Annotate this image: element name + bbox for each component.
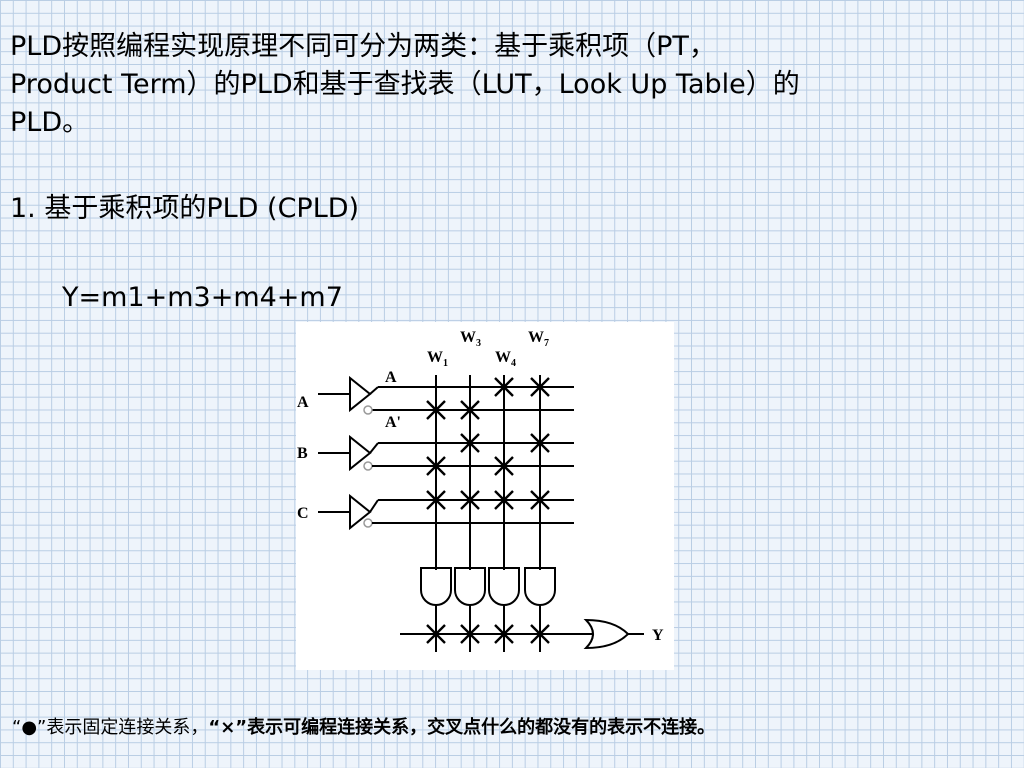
cross-mark <box>530 433 550 453</box>
cross-mark <box>494 377 514 397</box>
pla-diagram: A B C A A' Y W1 W3 W4 W7 <box>296 322 674 670</box>
programmable-connections <box>426 377 550 644</box>
buffer-c <box>349 493 372 531</box>
inverter-bubble-c <box>363 518 373 528</box>
footnote-fixed-connection: “●”表示固定连接关系， <box>12 717 209 738</box>
cross-mark <box>530 490 550 510</box>
term-label-w7: W7 <box>528 329 549 349</box>
and-gate-w1 <box>420 567 452 606</box>
cross-mark <box>494 456 514 476</box>
cross-mark <box>426 624 446 644</box>
row-label-a-not: A' <box>385 414 401 431</box>
buffer-a <box>349 375 372 413</box>
cross-mark <box>530 624 550 644</box>
inverter-bubble-b <box>363 461 373 471</box>
and-gate-w3 <box>454 567 486 606</box>
cross-mark <box>460 400 480 420</box>
cross-mark <box>460 490 480 510</box>
input-label-b: B <box>297 445 308 462</box>
buffer-b <box>349 434 372 472</box>
intro-line-1: PLD按照编程实现原理不同可分为两类：基于乘积项（PT， <box>10 31 716 62</box>
cross-mark <box>426 490 446 510</box>
term-label-w1: W1 <box>427 349 448 369</box>
input-label-c: C <box>297 505 309 522</box>
cross-mark <box>494 624 514 644</box>
cross-mark <box>530 377 550 397</box>
inverter-bubble-a <box>363 405 373 415</box>
cross-mark <box>494 490 514 510</box>
term-label-w3: W3 <box>460 329 481 349</box>
output-label-y: Y <box>652 627 664 644</box>
section-heading: 1. 基于乘积项的PLD (CPLD) <box>10 193 360 224</box>
term-label-w4: W4 <box>495 349 516 369</box>
cross-mark <box>426 400 446 420</box>
row-label-a: A <box>385 369 397 386</box>
intro-line-3: PLD。 <box>10 107 90 138</box>
footnote-programmable-connection: “×”表示可编程连接关系，交叉点什么的都没有的表示不连接。 <box>208 717 716 738</box>
or-gate <box>583 618 630 650</box>
equation: Y=m1+m3+m4+m7 <box>62 282 343 313</box>
intro-line-2: Product Term）的PLD和基于查找表（LUT，Look Up Tabl… <box>10 69 800 100</box>
and-gate-w4 <box>488 567 520 606</box>
cross-mark <box>460 624 480 644</box>
input-label-a: A <box>297 394 309 411</box>
cross-mark <box>460 433 480 453</box>
and-gate-w7 <box>524 567 556 606</box>
footnote: “●”表示固定连接关系，“×”表示可编程连接关系，交叉点什么的都没有的表示不连接… <box>12 713 715 739</box>
cross-mark <box>426 456 446 476</box>
intro-paragraph: PLD按照编程实现原理不同可分为两类：基于乘积项（PT， Product Ter… <box>10 28 1010 142</box>
pla-schematic: A B C A A' Y W1 W3 W4 W7 <box>297 329 664 652</box>
